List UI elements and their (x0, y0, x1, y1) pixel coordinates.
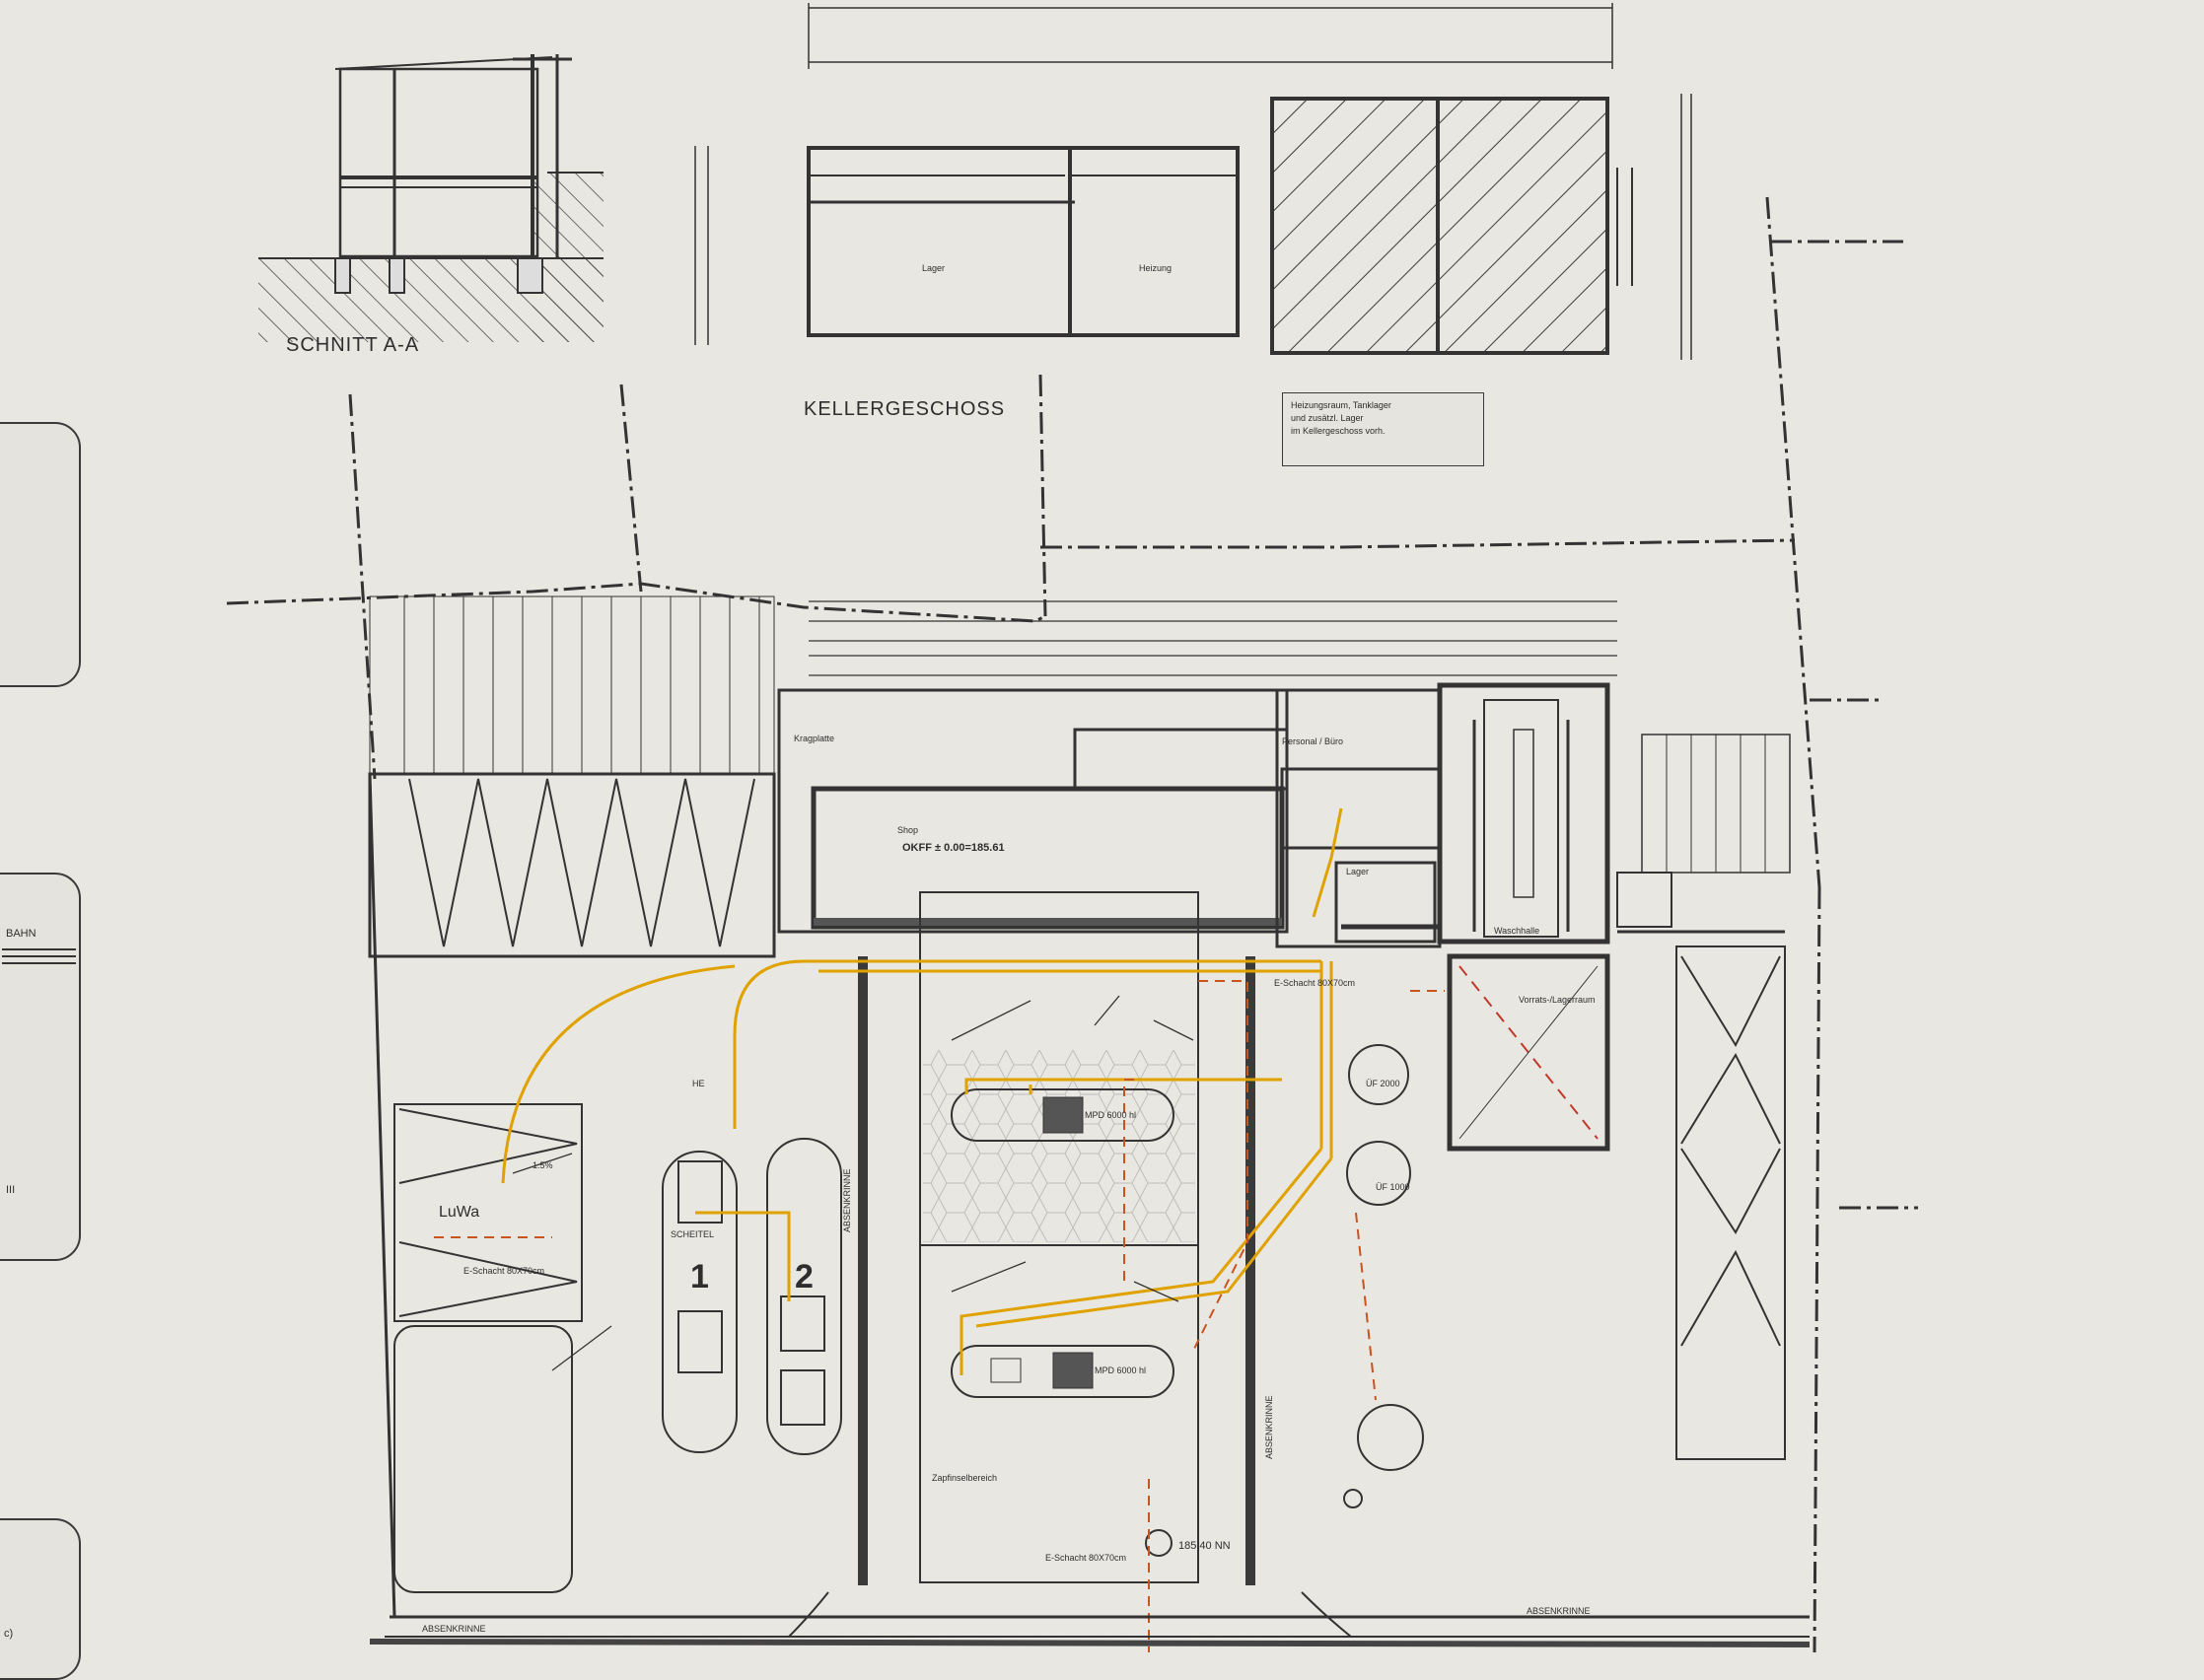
island-number-2: 2 (795, 1258, 814, 1295)
drain-lines (434, 980, 1445, 1652)
side-panel-header: BAHN (6, 928, 36, 940)
label-tank-1: ÜF 2000 (1366, 1079, 1400, 1088)
section-a-a (258, 54, 604, 342)
section-title: SCHNITT A-A (286, 334, 420, 356)
side-room (1447, 953, 1610, 1152)
right-parking (1675, 945, 1786, 1460)
basement-room-storage: Lager (922, 263, 946, 273)
basement-plan (807, 97, 1633, 355)
label-scheitel: SCHEITEL (671, 1229, 715, 1239)
side-panel-rule-1 (2, 948, 76, 950)
label-tank-2: ÜF 1000 (1376, 1182, 1410, 1192)
basement-note-line-1: Heizungsraum, Tanklager (1291, 400, 1391, 410)
label-he: HE (692, 1079, 705, 1088)
label-pump-a: MPD 6000 hl (1085, 1110, 1137, 1120)
label-luwa: LuWa (439, 1204, 480, 1221)
side-panel-top (0, 422, 81, 687)
parking-area (368, 595, 776, 1618)
basement-note: Heizungsraum, Tanklager und zusätzl. Lag… (1282, 392, 1484, 466)
side-panel-bottom-mark: c) (4, 1628, 14, 1640)
label-shop: Shop (897, 825, 919, 835)
basement-note-line-3: im Kellergeschoss vorh. (1291, 426, 1386, 436)
basement-room-heating: Heizung (1139, 263, 1173, 273)
label-e-shaft-bottom: E-Schacht 80X70cm (1045, 1553, 1127, 1563)
label-absenkrinne-left: ABSENKRINNE (422, 1624, 486, 1634)
property-boundary (226, 196, 1918, 1652)
tanks (1145, 1044, 1424, 1557)
basement-title: KELLERGESCHOSS (804, 398, 1006, 420)
island-number-1: 1 (690, 1258, 709, 1295)
label-zapfinsel: Zapfinselbereich (932, 1473, 998, 1483)
label-absenkrinne-vert-left: ABSENKRINNE (842, 1168, 852, 1232)
canopy (858, 891, 1255, 1585)
label-elevation: OKFF ± 0.00=185.61 (902, 842, 1005, 854)
pump-islands (662, 1138, 842, 1455)
side-panel-rule-2 (2, 955, 76, 957)
label-absenkrinne-right: ABSENKRINNE (1527, 1606, 1591, 1616)
dimension-rows (809, 600, 1617, 676)
label-kragplatte: Kragplatte (794, 734, 835, 743)
dimension-lines (694, 3, 1692, 360)
label-pump-b: MPD 6000 hl (1095, 1365, 1147, 1375)
side-panel-code: III (6, 1184, 16, 1196)
label-absenkrinne-vert-right: ABSENKRINNE (1264, 1395, 1274, 1459)
supply-lines-yellow (501, 807, 1343, 1375)
label-storage: Lager (1346, 867, 1370, 876)
bottom-curb (369, 1591, 1811, 1647)
label-e-shaft-top: E-Schacht 80X70cm (1274, 978, 1356, 988)
main-building (777, 682, 1791, 948)
label-office: Personal / Büro (1282, 736, 1344, 746)
side-panel-rule-3 (2, 962, 76, 964)
label-slope: 1.5% (533, 1160, 553, 1170)
side-panel-bottom: c) (0, 1518, 81, 1680)
slope-arrows (512, 995, 1194, 1371)
label-elevation-main: 185.40 NN (1178, 1540, 1231, 1552)
label-e-shaft-left: E-Schacht 80X70cm (463, 1266, 545, 1276)
side-panel-middle: BAHN III (0, 873, 81, 1261)
label-wash: Waschhalle (1494, 926, 1540, 936)
label-side-room: Vorrats-/Lagerraum (1519, 995, 1596, 1005)
basement-note-line-2: und zusätzl. Lager (1291, 413, 1364, 423)
